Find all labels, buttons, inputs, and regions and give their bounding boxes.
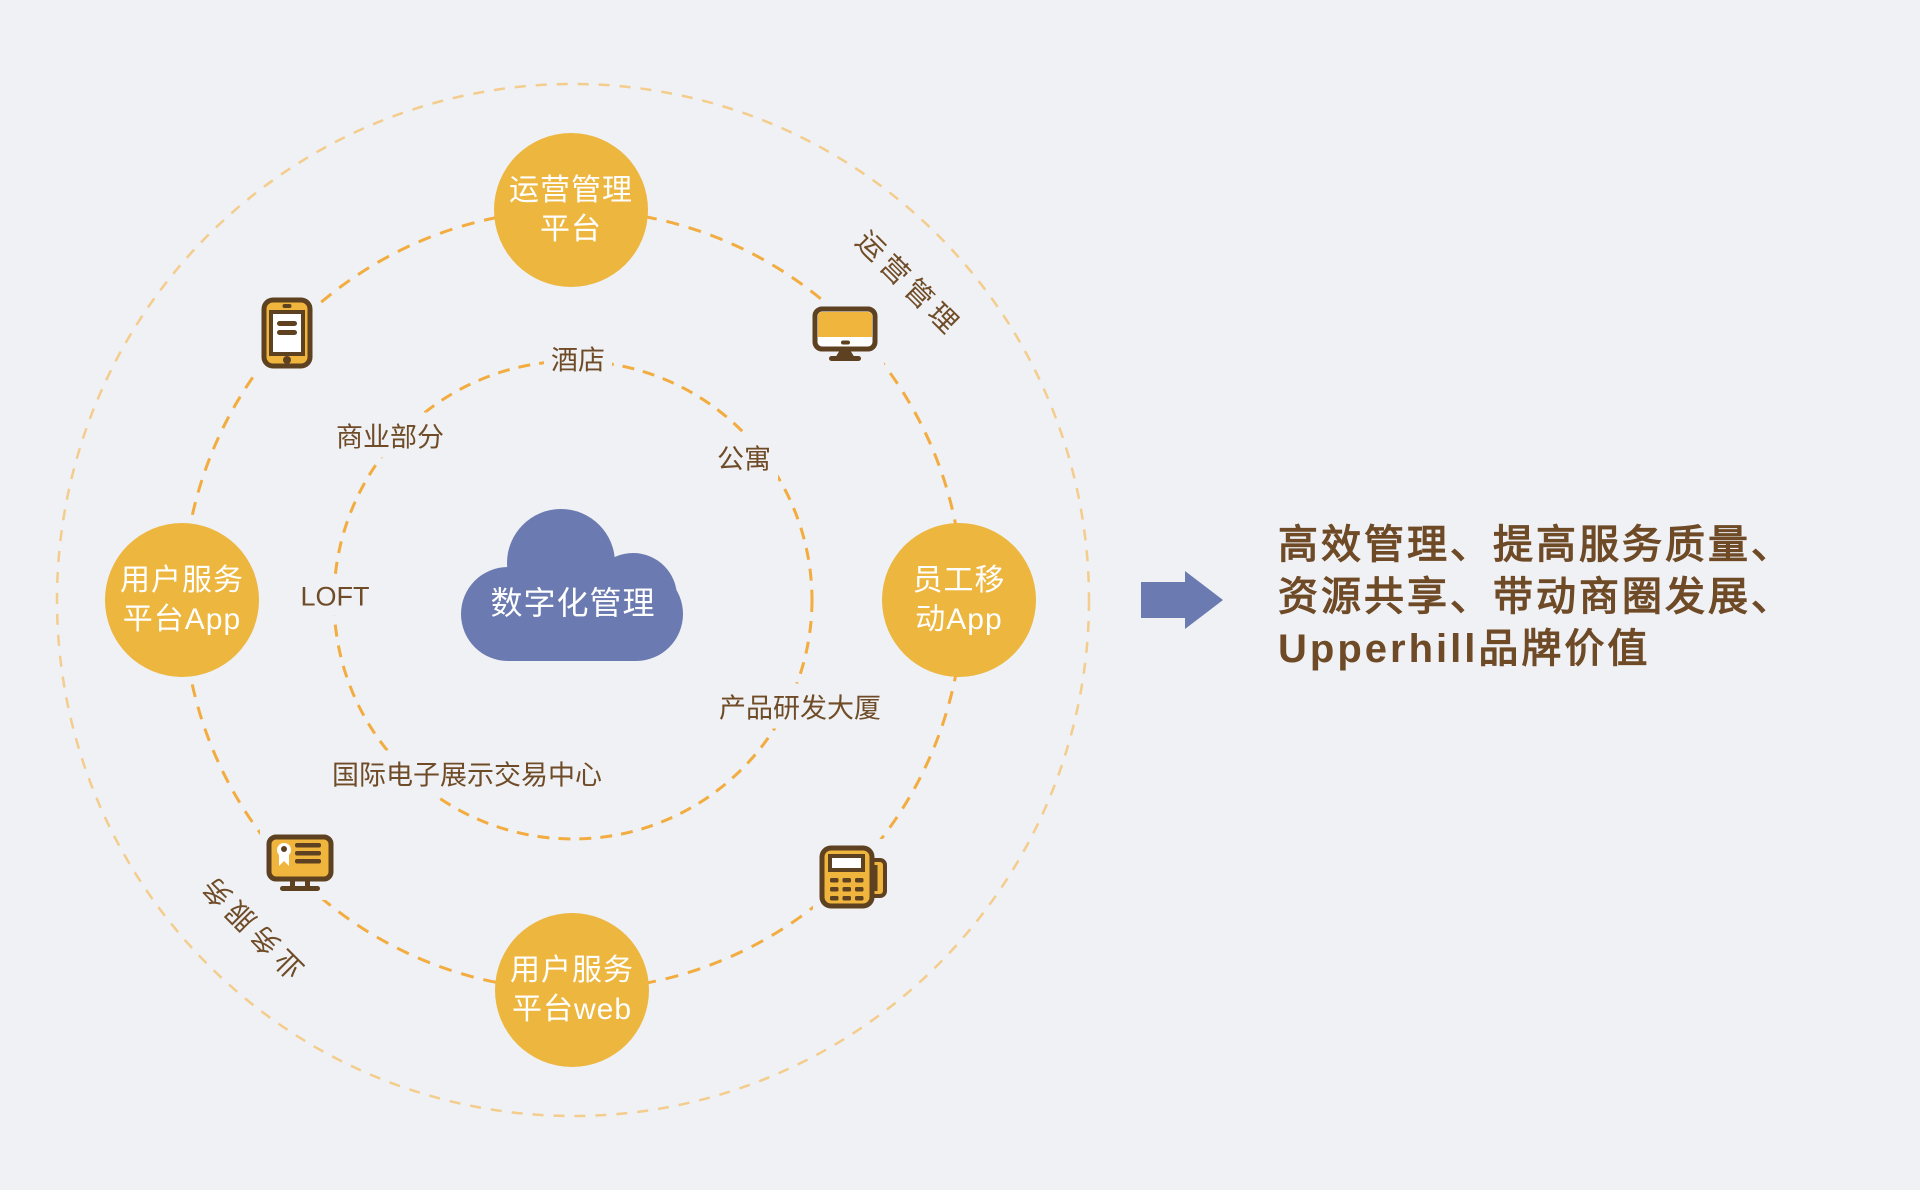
node-operations-platform: 运营管理 平台 (494, 133, 648, 287)
node-user-service-app: 用户服务 平台App (105, 523, 259, 677)
inner-ring (332, 359, 814, 841)
label-rd-building: 产品研发大厦 (712, 683, 888, 729)
pos-terminal-icon (813, 839, 895, 915)
benefits-line-3: Upperhill品牌价值 (1278, 627, 1651, 671)
node-label-line: 动App (915, 603, 1003, 636)
label-apartment: 公寓 (710, 434, 778, 480)
node-label-line: 用户服务 (510, 954, 634, 987)
label-loft: LOFT (293, 578, 377, 616)
desktop-monitor-icon (806, 300, 884, 368)
cloud-label: 数字化管理 (490, 585, 656, 621)
node-employee-mobile-app: 员工移 动App (882, 523, 1036, 677)
cloud-shape (461, 509, 683, 661)
node-user-service-web: 用户服务 平台web (495, 913, 649, 1067)
node-label-line: 平台web (511, 993, 633, 1026)
node-label-line: 平台 (540, 213, 602, 246)
label-exhibition-center: 国际电子展示交易中心 (325, 750, 609, 796)
node-label-line: 员工移 (912, 564, 1006, 597)
outer-ring (55, 82, 1091, 1118)
label-hotel: 酒店 (544, 335, 612, 381)
node-label-line: 用户服务 (120, 564, 244, 597)
node-label-line: 运营管理 (509, 174, 633, 207)
benefits-text: 高效管理、提高服务质量、 资源共享、带动商圈发展、 Upperhill品牌价值 (1278, 519, 1794, 675)
right-arrow-icon (1141, 571, 1223, 629)
label-commercial: 商业部分 (329, 412, 451, 458)
tablet-icon (255, 291, 319, 375)
benefits-line-2: 资源共享、带动商圈发展、 (1278, 575, 1794, 619)
certificate-monitor-icon (260, 828, 340, 900)
benefits-line-1: 高效管理、提高服务质量、 (1278, 523, 1794, 567)
node-label-line: 平台App (122, 603, 242, 636)
